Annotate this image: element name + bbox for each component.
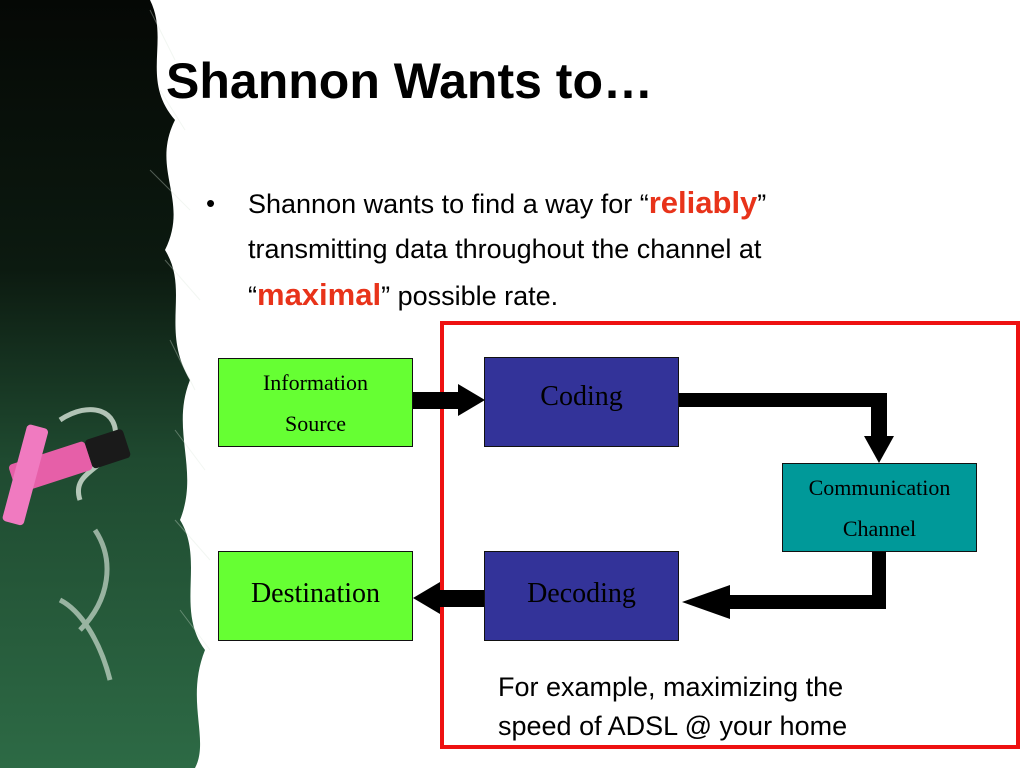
node-coding-label: Coding [540,381,623,412]
node-information-source: Information Source [218,358,413,447]
bullet-text: Shannon wants to find a way for “reliabl… [248,180,908,319]
node-decoding-label: Decoding [527,578,636,609]
highlight-maximal: maximal [257,277,382,312]
example-note: For example, maximizing the speed of ADS… [498,668,978,746]
example-note-line1: For example, maximizing the [498,672,844,702]
bullet-text-part3: ” possible rate. [381,281,559,311]
node-decoding: Decoding [484,551,679,641]
node-information-source-line2: Source [284,410,347,436]
bullet-text-part1: Shannon wants to find a way for “ [248,189,649,219]
node-information-source-line1: Information [262,369,369,395]
bullet-marker: • [206,188,216,218]
bullet-text-part2: ” transmitting data throughout the chann… [248,189,767,311]
highlight-frame [440,321,1020,749]
node-channel-line2: Channel [842,515,917,541]
node-destination-label: Destination [250,578,381,609]
node-channel-line1: Communication [808,474,951,500]
node-coding: Coding [484,357,679,447]
example-note-line2: speed of ADSL @ your home [498,711,848,741]
node-communication-channel: Communication Channel [782,463,977,552]
slide-title: Shannon Wants to… [166,53,653,109]
chalkboard-decoration [0,0,211,768]
node-destination: Destination [218,551,413,641]
highlight-reliably: reliably [648,185,758,220]
